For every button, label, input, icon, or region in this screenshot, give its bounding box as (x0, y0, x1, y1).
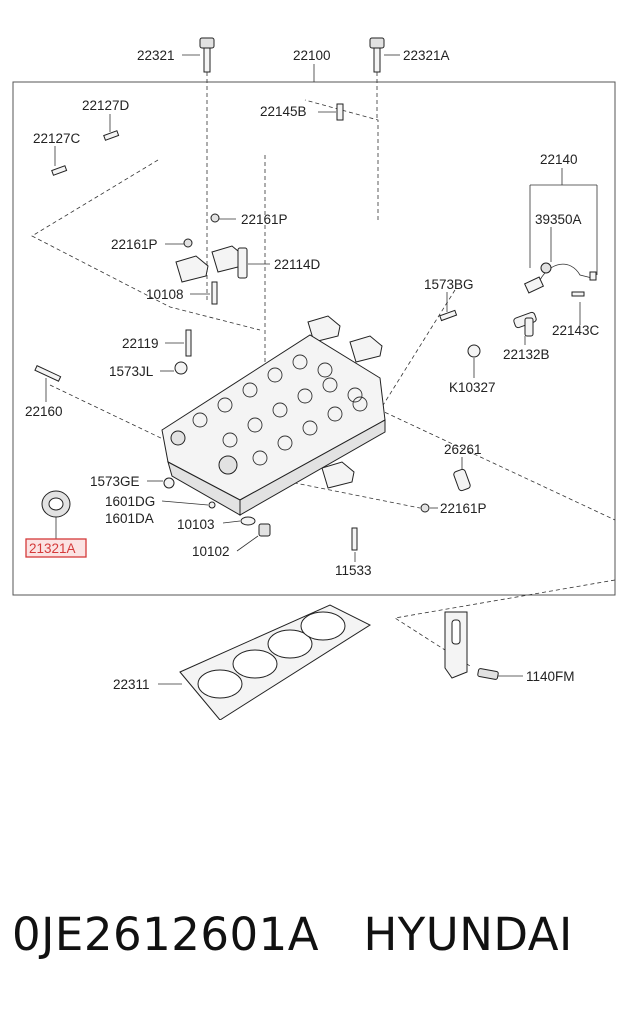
nut-22161p-right (420, 503, 430, 513)
label-22140: 22140 (540, 152, 578, 167)
label-k10327: K10327 (449, 380, 496, 395)
label-22321a: 22321A (403, 48, 450, 63)
label-1573jl: 1573JL (109, 364, 154, 379)
label-1573bg: 1573BG (424, 277, 474, 292)
label-22127d: 22127D (82, 98, 130, 113)
bolt-10108 (211, 281, 218, 305)
label-22119: 22119 (122, 336, 159, 351)
label-1573ge: 1573GE (90, 474, 140, 489)
bolt-22321 (199, 37, 215, 300)
label-22311: 22311 (113, 677, 150, 692)
label-22132b: 22132B (503, 347, 550, 362)
label-22160: 22160 (25, 404, 63, 419)
bracket-1140fm (444, 611, 499, 680)
label-1601da: 1601DA (105, 511, 154, 526)
label-26261: 26261 (444, 442, 482, 457)
pin-22127d (103, 130, 120, 141)
plug-1601dg (208, 501, 216, 509)
fitting-22132b (513, 311, 537, 337)
exploded-parts-diagram: 22321 22100 22321A 22127D 22145B 22127C … (12, 37, 616, 720)
sensor-assembly-22140 (523, 168, 598, 297)
stud-22119 (185, 329, 192, 357)
label-11533: 11533 (335, 563, 372, 578)
brand-name: HYUNDAI (363, 908, 573, 961)
label-22127c: 22127C (33, 131, 81, 146)
label-10103: 10103 (177, 517, 215, 532)
guide-line-bottom (279, 479, 421, 509)
cap-10102 (258, 523, 271, 537)
guide-line-right (304, 99, 379, 220)
pin-22127c (51, 165, 68, 176)
label-22321: 22321 (137, 48, 175, 63)
label-22114d: 22114D (274, 257, 321, 272)
plug-k10327 (467, 344, 481, 358)
highlight-box-21321a (25, 538, 87, 558)
label-1140fm: 1140FM (526, 669, 575, 684)
label-1601dg: 1601DG (105, 494, 155, 509)
label-22161p-top: 22161P (241, 212, 288, 227)
oil-seal-21321a (41, 490, 71, 540)
pin-22145b (336, 103, 344, 121)
plug-10103 (240, 516, 256, 526)
label-39350a: 39350A (535, 212, 582, 227)
plug-1573jl (174, 361, 188, 375)
pin-1573bg (439, 309, 458, 322)
guide-line-gasket (393, 579, 616, 667)
part-footer: 0JE2612601A HYUNDAI (12, 908, 612, 978)
label-21321a: 21321A (29, 541, 76, 556)
nut-22161p-left (183, 238, 193, 248)
stud-22160 (34, 365, 62, 382)
plug-1573ge (163, 477, 175, 489)
guide-line-left (31, 159, 261, 331)
label-10108: 10108 (146, 287, 184, 302)
part-number: 0JE2612601A (12, 908, 320, 961)
label-10102: 10102 (192, 544, 230, 559)
sleeve-26261 (453, 468, 471, 492)
label-22100: 22100 (293, 48, 331, 63)
rocker-cap-group (175, 245, 383, 489)
stud-11533 (351, 527, 358, 551)
guide-line-stud (49, 384, 166, 441)
label-22161p-right: 22161P (440, 501, 487, 516)
label-22161p-left: 22161P (111, 237, 158, 252)
label-22145b: 22145B (260, 104, 307, 119)
leader-lines (45, 54, 581, 685)
cylinder-head (161, 334, 386, 516)
head-gasket-22311 (179, 604, 372, 720)
nut-22161p-top (210, 213, 220, 223)
bolt-22321a (369, 37, 385, 118)
dowel-22114d (237, 247, 248, 279)
label-22143c: 22143C (552, 323, 600, 338)
footer-gap (319, 908, 363, 961)
